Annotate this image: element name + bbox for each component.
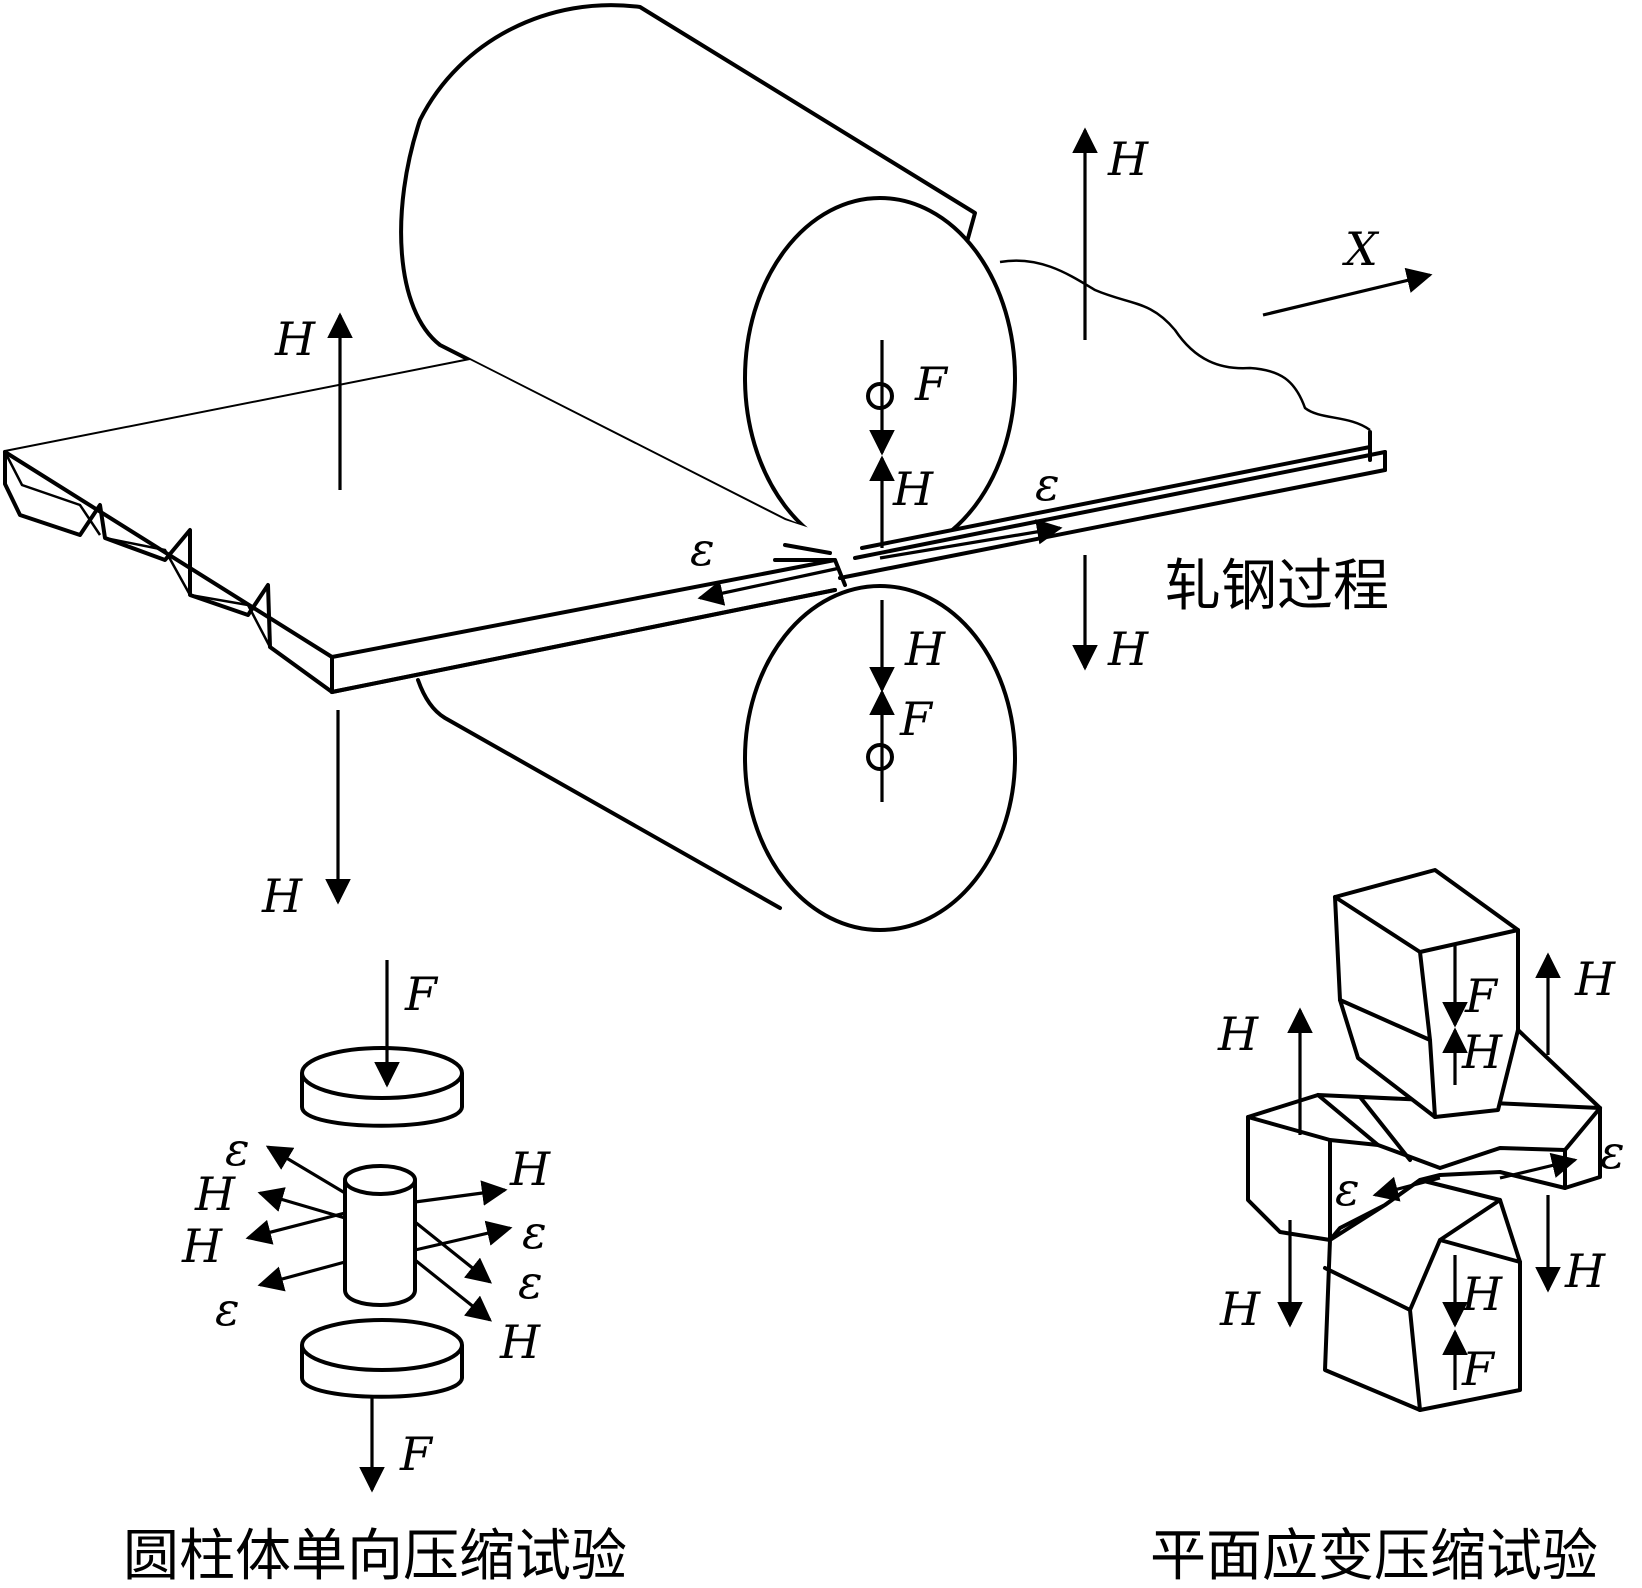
lower-die-edges [1323, 1198, 1522, 1412]
cyl-label-F-bottom: F [399, 1427, 434, 1481]
caption-plane: 平面应变压缩试验 [1150, 1524, 1598, 1588]
cyl-H-l-arrow [245, 1211, 346, 1245]
plate-top-surface [5, 360, 1385, 670]
plane-label-F-bottom: F [1461, 1342, 1496, 1396]
label-H-right-top: H [1107, 132, 1149, 186]
plane-strain-compression-test: F H H H H H H F ε ε 平面应变压缩试验 [1150, 868, 1625, 1588]
plane-eps-left-arrow [1372, 1176, 1441, 1202]
cyl-H-ur-arrow [414, 1180, 508, 1206]
cyl-label-eps-ul: ε [225, 1122, 250, 1176]
caption-rolling: 轧钢过程 [1165, 554, 1389, 619]
cyl-label-eps-lr: ε [518, 1255, 543, 1309]
plane-label-H-right-bottom: H [1564, 1244, 1606, 1298]
exit-strain-arrow [879, 519, 1063, 560]
cyl-eps-r-arrow [414, 1220, 513, 1252]
caption-cylinder: 圆柱体单向压缩试验 [123, 1524, 627, 1588]
strip-wavy-edge [999, 259, 1371, 432]
slab-top-groove [1328, 1106, 1602, 1170]
label-X: X [1342, 222, 1380, 276]
plane-label-eps-right: ε [1600, 1125, 1625, 1179]
plane-label-H-top: H [1461, 1025, 1503, 1079]
x-direction-arrow [1262, 267, 1433, 317]
cyl-label-H-ur: H [509, 1142, 551, 1196]
strip-bottom-edge [838, 468, 1387, 580]
cyl-eps-ul-arrow [265, 1145, 346, 1195]
label-H-bottom-roll: H [904, 622, 946, 676]
specimen-side [343, 1180, 417, 1307]
cyl-H-lr-arrow [414, 1258, 492, 1322]
label-H-left-bottom: H [261, 869, 303, 923]
cyl-label-eps-ll: ε [215, 1282, 240, 1336]
top-platen-face [300, 1046, 464, 1100]
bottom-platen-face [300, 1318, 464, 1372]
cyl-label-H-lr: H [499, 1315, 541, 1369]
label-F-top-roll: F [914, 357, 949, 411]
strip-back-edge [860, 445, 1372, 550]
bottom-roll-lower-edge [416, 678, 782, 910]
label-epsilon-entry: ε [690, 522, 715, 576]
plane-eps-right-arrow [1499, 1152, 1578, 1180]
plane-label-H-right-top: H [1574, 952, 1616, 1006]
cyl-label-eps-r: ε [522, 1205, 547, 1259]
specimen-top [343, 1164, 417, 1196]
plane-label-F-top: F [1464, 969, 1499, 1023]
cyl-H-ul-arrow [257, 1187, 346, 1220]
cyl-eps-lr-arrow [414, 1220, 492, 1284]
slab-body [1246, 1093, 1602, 1242]
plane-label-eps-left: ε [1335, 1162, 1360, 1216]
cylinder-compression-test: F F ε H H ε H ε ε H 圆柱体单向压缩试验 [123, 960, 627, 1588]
bottom-roll-end-face [743, 584, 1017, 932]
entry-strain-arrow [697, 566, 841, 606]
label-H-top-roll: H [892, 462, 934, 516]
plane-label-H-left-top: H [1217, 1007, 1259, 1061]
label-F-bottom-roll: F [899, 692, 934, 746]
strip-top-edge [853, 450, 1387, 560]
bottom-roll-axle [866, 743, 894, 771]
roll-gap [773, 543, 847, 587]
plane-label-H-left-bottom: H [1219, 1282, 1261, 1336]
upper-die-edges [1333, 895, 1520, 1119]
plane-label-H-bottom: H [1461, 1267, 1503, 1321]
top-roll-end-face [743, 196, 1017, 560]
slab-groove-edges [1316, 1093, 1412, 1162]
cyl-label-H-ul: H [194, 1167, 236, 1221]
cyl-label-H-l: H [181, 1219, 223, 1273]
cyl-eps-ll-arrow [257, 1260, 346, 1292]
plate-torn-inner [3, 451, 272, 648]
plate-front-bottom-edge-over [330, 588, 837, 694]
plate-torn-edge [3, 450, 334, 694]
label-epsilon-exit: ε [1035, 457, 1060, 511]
cyl-label-F-top: F [404, 967, 439, 1021]
label-H-right-bottom: H [1107, 622, 1149, 676]
plate-front-top-edge [330, 558, 837, 659]
upper-die-shoulder [1516, 1028, 1602, 1110]
rolling-process: H H H H X F H H F ε ε 轧钢过程 [3, 3, 1433, 932]
label-H-left-top: H [274, 312, 316, 366]
top-roll-axle [866, 382, 894, 410]
